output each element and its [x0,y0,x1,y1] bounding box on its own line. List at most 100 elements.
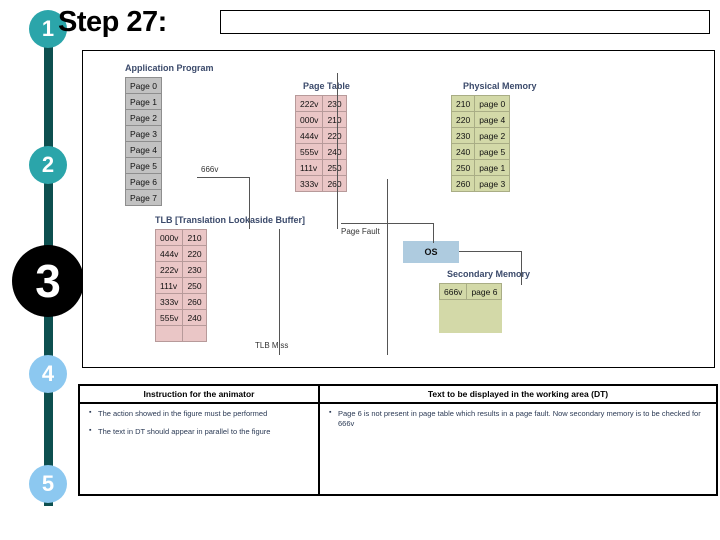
pm-addr-cell: 210 [450,95,476,112]
instruction-table-body-row: The action showed in the figure must be … [80,404,716,496]
pt-frame-cell: 220 [322,127,347,144]
app-page-cell: Page 7 [125,189,162,206]
tlb-virtual-cell [154,325,184,342]
dt-list: Page 6 is not present in page table whic… [326,408,710,429]
step-indicator-4[interactable]: 4 [29,355,67,393]
sm-empty-cell [438,299,468,333]
step-indicator-1-label: 1 [41,16,55,41]
application-program-table: Page 0 Page 1 Page 2 Page 3 Page 4 Page … [125,77,162,206]
os-box: OS [403,241,459,263]
list-item: The text in DT should appear in parallel… [89,426,312,437]
pm-addr-cell: 230 [450,127,476,144]
step-indicator-1[interactable]: 1 [29,10,67,48]
step-indicator-3-label: 3 [35,255,61,307]
tlb-frame-cell: 210 [182,229,207,246]
table-row: Page 2 [125,109,162,126]
pm-addr-cell: 260 [450,175,476,192]
instruction-list: The action showed in the figure must be … [86,408,312,437]
table-row: Page 3 [125,125,162,142]
pm-page-cell: page 0 [474,95,511,112]
pm-page-cell: page 4 [474,111,511,128]
table-row: Page 1 [125,93,162,110]
app-page-cell: Page 5 [125,157,162,174]
app-page-cell: Page 3 [125,125,162,142]
connector-app-to-tlb-h [197,177,249,178]
instruction-table-header-row: Instruction for the animator Text to be … [80,386,716,404]
tlb-frame-cell: 260 [182,293,207,310]
pt-virtual-cell: 111v [294,159,324,176]
pt-frame-cell: 240 [322,143,347,160]
connector-tlb-down-v [279,229,280,355]
pt-virtual-cell: 444v [294,127,324,144]
tlb-virtual-cell: 111v [154,277,184,294]
pm-addr-cell: 240 [450,143,476,160]
tlb-frame-cell [182,325,207,342]
app-page-cell: Page 6 [125,173,162,190]
table-row: Page 6 [125,173,162,190]
connector-app-to-tlb-v [249,177,250,229]
table-row: Page 5 [125,157,162,174]
tlb-virtual-cell: 555v [154,309,184,326]
pt-virtual-cell: 222v [294,95,324,112]
dt-cell: Page 6 is not present in page table whic… [318,404,716,496]
table-row: Page 0 [125,77,162,94]
step-indicator-2[interactable]: 2 [29,146,67,184]
figure-panel: Application Program Page 0 Page 1 Page 2… [82,50,715,368]
table-row [438,299,503,333]
pt-frame-cell: 260 [322,175,347,192]
sm-addr-cell: 666v [438,283,468,300]
os-box-label: OS [424,247,438,257]
tlb-virtual-cell: 222v [154,261,184,278]
step-indicator-5-label: 5 [41,471,55,496]
pt-frame-cell: 210 [322,111,347,128]
step-title-input[interactable] [220,10,710,34]
pm-page-cell: page 1 [474,159,511,176]
tlb-frame-cell: 220 [182,245,207,262]
instruction-cell: The action showed in the figure must be … [80,404,318,496]
step-navigation-rail: 1 2 3 4 5 [0,0,84,540]
step-indicator-3-active[interactable]: 3 [12,245,84,317]
table-row: Page 7 [125,189,162,206]
step-indicator-2-label: 2 [41,152,55,177]
tlb-miss-label: TLB Miss [255,341,289,350]
request-address-label: 666v [201,165,219,174]
pm-page-cell: page 2 [474,127,511,144]
page-title: Step 27: [58,6,167,38]
connector-os-to-secondary-v [521,251,522,285]
sm-page-cell: page 6 [466,283,503,300]
pt-virtual-cell: 000v [294,111,324,128]
pm-addr-cell: 250 [450,159,476,176]
app-page-cell: Page 2 [125,109,162,126]
tlb-virtual-cell: 333v [154,293,184,310]
tlb-frame-cell: 250 [182,277,207,294]
connector-pagefault-to-os-v [433,223,434,243]
physical-memory-title: Physical Memory [463,81,537,91]
pm-page-cell: page 3 [474,175,511,192]
connector-os-to-secondary-h [459,251,521,252]
step-indicator-4-label: 4 [41,361,55,386]
connector-pagetable-v [337,73,338,229]
dt-column-header: Text to be displayed in the working area… [318,386,716,402]
step-indicator-5[interactable]: 5 [29,465,67,503]
table-row [154,325,207,342]
tlb-frame-cell: 240 [182,309,207,326]
instruction-column-header: Instruction for the animator [143,389,255,399]
pt-virtual-cell: 333v [294,175,324,192]
